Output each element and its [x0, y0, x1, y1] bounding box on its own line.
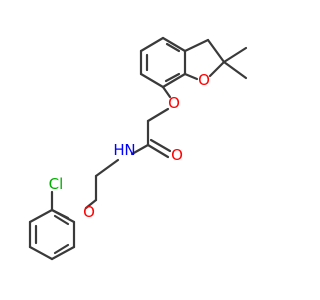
bond — [50, 245, 76, 261]
bond — [206, 38, 226, 64]
phenoxy-oxygen-label: O — [83, 203, 95, 221]
aromatic-bond — [165, 42, 181, 53]
ethoxy-chain — [84, 158, 120, 210]
atom-labels: O O O H N Cl O — [49, 71, 210, 221]
bond — [139, 36, 165, 53]
chlorine-label: Cl — [49, 175, 64, 193]
chlorophenyl-ring — [28, 190, 76, 261]
bond — [146, 107, 170, 123]
bond — [130, 143, 150, 156]
bond — [94, 158, 120, 178]
bond — [28, 245, 54, 261]
ether-oxygen-label: O — [168, 94, 180, 112]
bond — [84, 198, 98, 210]
carbonyl-bond — [146, 143, 170, 159]
molecule-structure: O O O H N Cl O — [28, 36, 248, 261]
methyl-bond — [222, 60, 248, 80]
bond — [161, 85, 172, 99]
methyl-bond — [222, 46, 248, 64]
ring-oxygen-label: O — [198, 71, 210, 89]
bond — [50, 208, 76, 224]
aromatic-bond — [53, 214, 70, 226]
bond — [183, 38, 210, 53]
amide-nitrogen-label: N — [124, 141, 135, 159]
aromatic-bond — [53, 243, 70, 255]
dihydrobenzofuran-core — [139, 36, 248, 89]
oxyacetamide-linker — [130, 85, 172, 159]
structure-canvas: O O O H N Cl O — [28, 36, 248, 261]
bond — [139, 72, 165, 89]
bond — [28, 208, 54, 224]
carbonyl-bond — [149, 138, 172, 153]
bond — [161, 36, 187, 53]
amide-hydrogen-label: H — [113, 141, 124, 159]
bond — [183, 72, 199, 81]
bond — [208, 60, 226, 78]
bond — [161, 72, 187, 89]
carbonyl-oxygen-label: O — [171, 146, 183, 164]
aromatic-bond — [164, 72, 181, 83]
